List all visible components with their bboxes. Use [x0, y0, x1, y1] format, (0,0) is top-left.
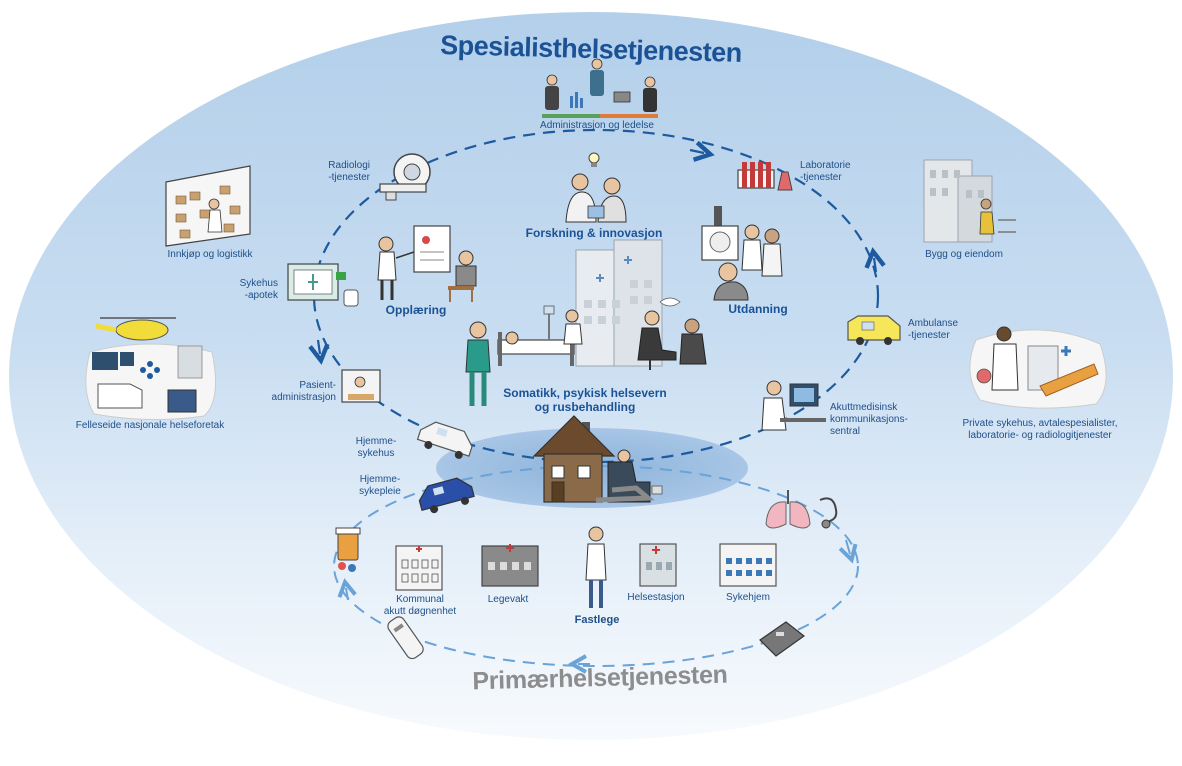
- private-services-label-line1: Private sykehus, avtalespesialister,: [962, 418, 1118, 429]
- pharmacy-label-line2: -apotek: [244, 290, 278, 301]
- radiology-label-line2: -tjenester: [328, 172, 370, 183]
- patient-admin-label: Pasient- administrasjon: [250, 380, 336, 404]
- gp-label: Fastlege: [574, 614, 620, 626]
- ring-arrow-right: [874, 258, 876, 273]
- emergency-comm-label-line3: sentral: [830, 426, 861, 437]
- hospital-building-icon: [575, 239, 663, 367]
- home-hospital-label-line1: Hjemme-: [355, 436, 397, 447]
- ambulance-icon: [847, 315, 901, 345]
- primary-arrow-right: [846, 539, 850, 554]
- background-ellipse: [9, 12, 1173, 740]
- private-services-label: Private sykehus, avtalespesialister, lab…: [962, 418, 1117, 442]
- home-hospital-label-line2: sykehus: [357, 448, 395, 459]
- patient-admin-label-line1: Pasient-: [299, 380, 336, 391]
- pharmacy-label: Sykehus -apotek: [222, 278, 278, 302]
- research-label: Forskning & innovasjon: [525, 226, 663, 240]
- laboratory-label: Laboratorie -tjenester: [800, 160, 851, 184]
- shared-national-label: Felleseide nasjonale helseforetak: [75, 420, 225, 431]
- lightbulb-icon: [588, 152, 600, 167]
- stethoscope-icon: [819, 497, 838, 529]
- primary-arrow-left: [346, 588, 348, 601]
- home-care-car-icon: [418, 477, 475, 514]
- municipal-unit-label: Kommunal akutt døgnenhet: [384, 594, 456, 618]
- doctor-icon: [585, 526, 607, 608]
- research-people-icon: [565, 173, 627, 223]
- training-label: Opplæring: [385, 303, 447, 317]
- health-station-label: Helsestasjon: [627, 592, 685, 603]
- ring-arrow-left: [318, 339, 320, 354]
- treatment-label-line2: og rusbehandling: [534, 400, 636, 414]
- procurement-label: Innkjøp og logistikk: [167, 249, 253, 260]
- municipal-unit-label-line1: Kommunal: [396, 594, 444, 605]
- laboratory-label-line1: Laboratorie: [800, 160, 851, 171]
- home-care-label: Hjemme- sykepleie: [359, 474, 401, 498]
- private-clinic-icon: [969, 326, 1107, 409]
- emergency-clinic-label: Legevakt: [487, 594, 529, 605]
- education-label: Utdanning: [728, 302, 788, 316]
- national-services-icon: [85, 343, 217, 421]
- radiology-label: Radiologi -tjenester: [310, 160, 370, 184]
- admin-label: Administrasjon og ledelse: [540, 120, 654, 131]
- emergency-comm-label-line1: Akuttmedisinsk: [830, 402, 898, 413]
- office-buildings-icon: [923, 159, 1016, 243]
- emergency-comm-label: Akuttmedisinsk kommunikasjons- sentral: [830, 402, 908, 438]
- helicopter-icon: [95, 317, 176, 341]
- emergency-clinic-icon: [481, 544, 539, 587]
- nurse-icon: [465, 321, 491, 406]
- warehouse-shelves-icon: [165, 165, 251, 247]
- patient-admin-desk-icon: [341, 369, 381, 403]
- lab-tubes-icon: [737, 162, 793, 191]
- radiology-scanner-icon: [379, 153, 431, 201]
- home-hospital-car-icon: [416, 421, 473, 459]
- health-station-icon: [639, 543, 677, 587]
- ambulance-label: Ambulanse -tjenester: [908, 318, 958, 342]
- pharmacy-label-line1: Sykehus: [239, 278, 278, 289]
- buildings-label: Bygg og eiendom: [925, 249, 1003, 260]
- elderly-armchair-icon: [595, 449, 663, 503]
- nursing-home-icon: [719, 543, 777, 587]
- dispatch-operator-icon: [761, 380, 826, 431]
- home-care-label-line2: sykepleie: [359, 486, 401, 497]
- scale-icon: [759, 621, 806, 657]
- nursing-home-label: Sykehjem: [726, 592, 770, 603]
- ambulance-label-line1: Ambulanse: [908, 318, 959, 329]
- pharmacy-icon: [287, 263, 359, 307]
- ambulance-label-line2: -tjenester: [908, 330, 950, 341]
- training-teacher-icon: [377, 225, 477, 302]
- lungs-icon: [765, 490, 811, 529]
- house-icon: [532, 415, 616, 503]
- ring-arrow-top: [689, 150, 704, 153]
- inhaler-icon: [387, 616, 424, 660]
- patient-bed-icon: [497, 305, 583, 366]
- primary-ring: [333, 465, 859, 667]
- treatment-label: Somatikk, psykisk helsevern og rusbehand…: [503, 386, 666, 414]
- municipal-building-icon: [395, 545, 443, 591]
- municipal-unit-label-line2: akutt døgnenhet: [383, 606, 457, 617]
- laboratory-label-line2: -tjenester: [800, 172, 842, 183]
- specialist-ring: [312, 128, 880, 464]
- admin-people-icon: [542, 58, 658, 118]
- home-hospital-label: Hjemme- sykehus: [356, 436, 397, 460]
- therapy-chairs-icon: [637, 297, 707, 370]
- radiology-label-line1: Radiologi: [328, 160, 370, 171]
- home-care-label-line1: Hjemme-: [359, 474, 401, 485]
- education-people-icon: [701, 206, 783, 301]
- medicine-bottle-icon: [335, 527, 361, 572]
- private-services-label-line2: laboratorie- og radiologitjenester: [968, 430, 1112, 441]
- emergency-comm-label-line2: kommunikasjons-: [830, 414, 908, 425]
- patient-admin-label-line2: administrasjon: [271, 392, 336, 403]
- treatment-label-line1: Somatikk, psykisk helsevern: [503, 386, 667, 400]
